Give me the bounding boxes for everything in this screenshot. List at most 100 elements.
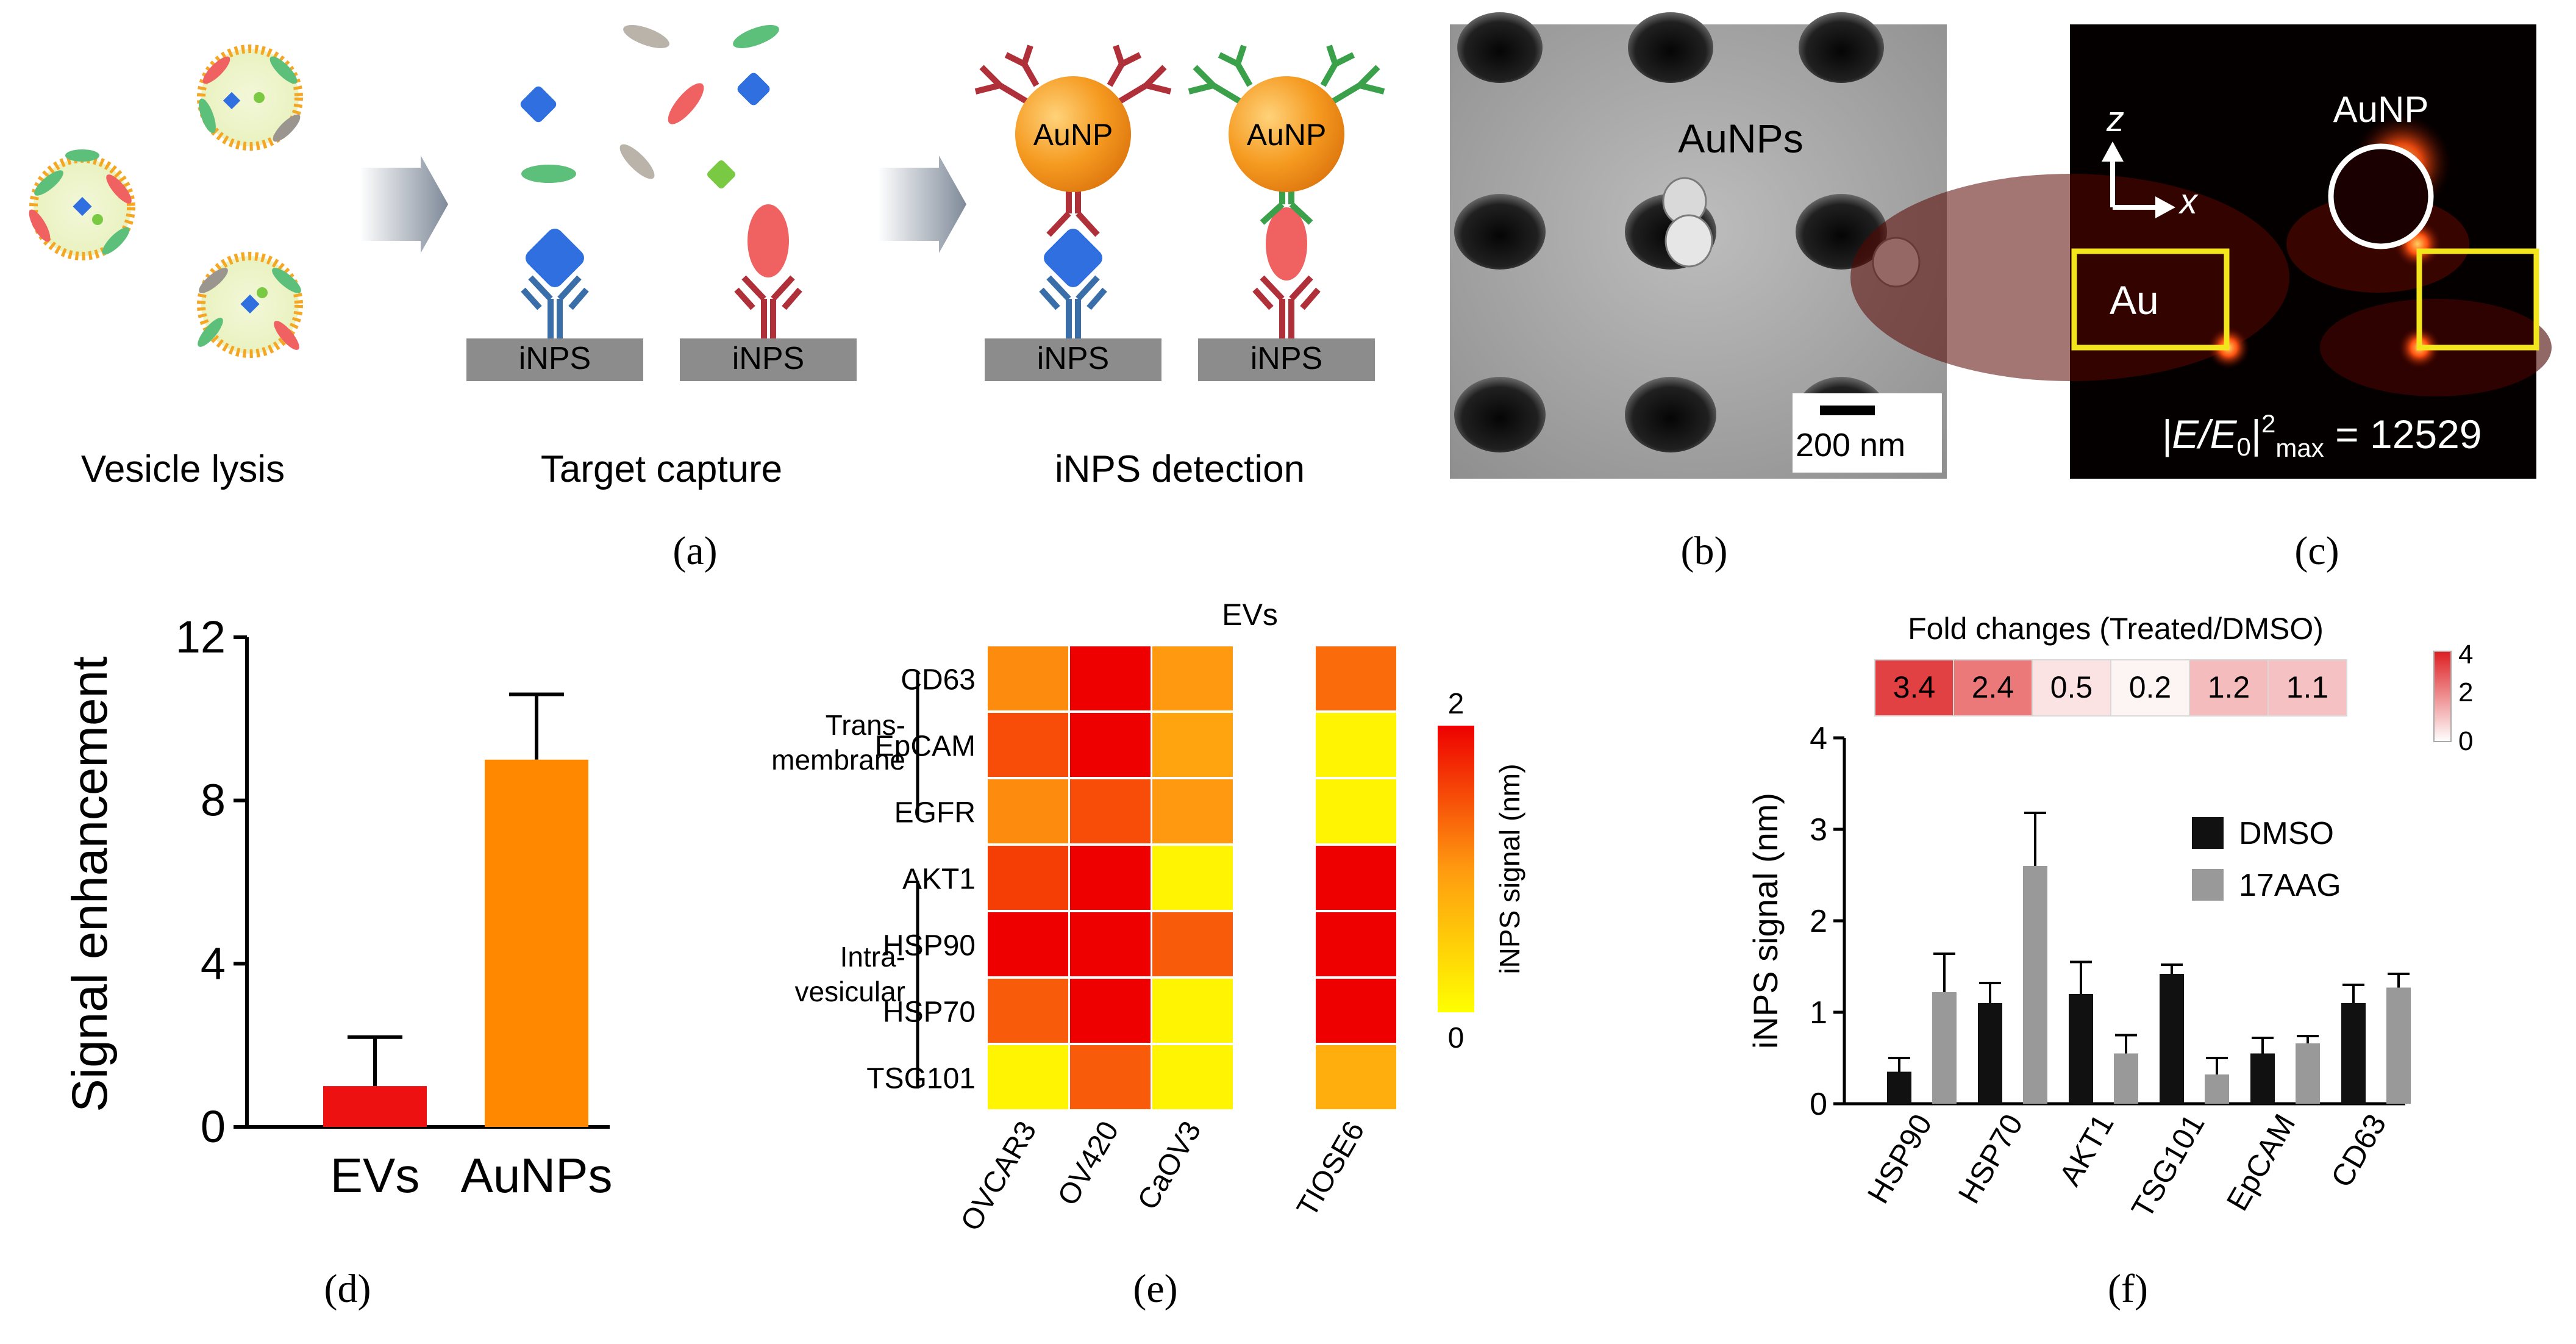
field-enhancement-label: |E/E0|2max = 12529 [2161,409,2482,462]
legend-swatch [2192,869,2224,901]
scale-bar [1820,406,1875,415]
colorbar-tick: 2 [1448,688,1465,720]
y-tick-label: 4 [1810,721,1827,756]
row-label: AKT1 [902,863,976,896]
heatmap-cell [1152,979,1233,1043]
aunp-label: AuNP [1033,118,1113,152]
sem-label: AuNPs [1678,116,1803,161]
antibody-icon [734,275,802,338]
row-label: TSG101 [866,1063,976,1095]
fold-change-value: 1.1 [2286,670,2329,704]
heatmap-cell [1152,713,1233,777]
heatmap-cell [988,779,1068,843]
panel-label: (b) [1681,529,1728,573]
fold-change-value: 2.4 [1972,670,2014,704]
heatmap-cell [1152,1045,1233,1109]
chip-label: iNPS [1037,341,1109,376]
group-label: membrane [771,744,905,776]
row-label: CD63 [901,664,976,696]
bar-dmso [2341,1003,2366,1104]
y-tick-label: 1 [1810,995,1827,1031]
y-tick-label: 0 [1810,1087,1827,1122]
group-label: Trans- [826,709,905,741]
panel-a: iNPS iNPS iNPS iNPS [29,25,1385,573]
fold-change-value: 0.5 [2050,670,2093,704]
axis-z-label: z [2106,99,2124,139]
heatmap-cell [1316,1045,1396,1109]
inps-chip [466,338,643,381]
colorbar-label: iNPS signal (nm) [1494,763,1525,974]
heatmap-cell [1070,713,1151,777]
legend-swatch [2192,817,2224,849]
arrow-icon [878,155,966,253]
heatmap-cell [1070,846,1151,910]
chip-label: iNPS [732,341,804,376]
aunp-particle: AuNP [974,45,1172,192]
bar-evs [323,1086,427,1127]
panel-c-field-map: Au AuNP z x |E/E0|2max = 12529 (c) [1850,24,2552,573]
column-label: OVCAR3 [955,1116,1043,1236]
scale-bar-label: 200 nm [1796,427,1905,463]
fold-change-title: Fold changes (Treated/DMSO) [1908,612,2324,646]
fold-change-value: 3.4 [1893,670,1936,704]
panel-label: (c) [2294,529,2339,573]
heatmap-cell [988,1045,1068,1109]
inps-chip [1198,338,1375,381]
au-block-outline [2416,248,2539,351]
fold-colorbar [2433,651,2452,742]
protein-target [526,229,584,287]
column-label: OV420 [1052,1116,1126,1211]
step-caption: Vesicle lysis [81,448,285,490]
fold-change-cell [2032,659,2111,717]
bar-aunps [485,759,588,1127]
fold-change-value: 1.2 [2208,670,2250,704]
heatmap-cell [1070,912,1151,976]
y-tick-label: 3 [1810,812,1827,848]
heatmap-cell [1152,846,1233,910]
au-label: Au [2110,277,2159,323]
y-tick-label: 2 [1810,904,1827,939]
chip-label: iNPS [1251,341,1322,376]
y-tick-label: 12 [176,612,226,662]
heatmap-title: EVs [1222,598,1278,632]
x-tick-label: AuNPs [461,1148,613,1203]
x-tick-label: CD63 [2324,1109,2392,1193]
capture-chips: iNPS iNPS [466,204,857,381]
aunp-particle: AuNP [1188,45,1385,192]
antibody-icon [521,275,589,338]
aunp-outline [2328,143,2434,249]
heatmap-cell [988,713,1068,777]
bar-17aag [2023,866,2047,1104]
heatmap-cell [1152,912,1233,976]
aunp-label: AuNP [2333,89,2429,130]
heatmap-cell [1152,779,1233,843]
bar-dmso [2250,1053,2275,1104]
bar-dmso [1978,1003,2002,1104]
bar-17aag [2205,1074,2229,1104]
heatmap-cell [1070,979,1151,1043]
vesicle-illustration [29,45,303,358]
aunp-label: AuNP [1247,118,1327,152]
arrow-icon [360,155,448,253]
fold-change-value: 0.2 [2129,670,2172,704]
heatmap-cell [988,979,1068,1043]
step-caption: Target capture [541,448,782,490]
y-tick-label: 8 [201,775,226,826]
bar-17aag [1932,992,1957,1104]
free-targets [520,25,779,188]
x-tick-label: AKT1 [2052,1109,2120,1192]
x-tick-label: TSG101 [2125,1109,2211,1224]
detection-chips: iNPS iNPS AuNP [974,45,1385,381]
heatmap-cell [1316,779,1396,843]
chip-label: iNPS [519,341,591,376]
group-label: vesicular [794,976,905,1007]
bar-dmso [1887,1071,1911,1104]
bar-dmso [2069,994,2093,1104]
colorbar [1438,726,1474,1012]
inps-chip [680,338,857,381]
legend-label: 17AAG [2239,868,2341,903]
column-label: TIOSE6 [1291,1116,1371,1222]
fold-colorbar-tick: 2 [2458,677,2473,707]
